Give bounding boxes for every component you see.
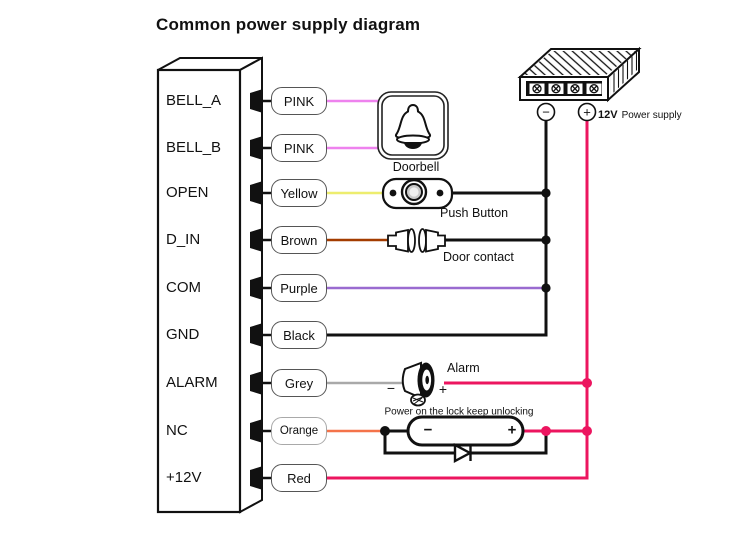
terminal-pin-bell-a <box>250 89 263 113</box>
lock-minus-sign: − <box>423 421 433 439</box>
junction-dot-lock-plus <box>582 426 592 436</box>
wire-pill-pink-1: PINK <box>271 87 327 115</box>
junction-dot-nc <box>380 426 390 436</box>
junction-dot-pushbutton <box>541 188 551 198</box>
terminal-label-nc: NC <box>166 422 188 439</box>
door-contact-caption: Door contact <box>443 250 514 264</box>
psu-plus-sign: + <box>583 104 591 120</box>
terminal-pin-nc <box>250 419 263 443</box>
wire-pill-pink-2: PINK <box>271 134 327 162</box>
door-contact-left-flange <box>407 228 416 253</box>
psu-voltage: 12V <box>598 109 618 121</box>
wire-pill-orange: Orange <box>271 417 327 445</box>
alarm-horn-cone <box>401 361 422 400</box>
terminal-block-front <box>156 68 242 514</box>
terminal-pin-alarm <box>250 371 263 395</box>
terminal-label-bell-a: BELL_A <box>166 92 222 109</box>
terminal-label-12v: +12V <box>166 469 202 486</box>
alarm-minus-sign: − <box>386 380 396 396</box>
junction-dot-contact <box>541 235 551 245</box>
terminal-label-open: OPEN <box>166 184 209 201</box>
wire-pill-black: Black <box>271 321 327 349</box>
alarm-horn-stand-detail <box>412 396 424 405</box>
power-supply-top-hatch <box>523 51 636 75</box>
power-supply-screws <box>529 83 602 94</box>
terminal-pin-12v <box>250 466 263 490</box>
push-button-caption: Push Button <box>440 206 509 220</box>
page-title: Common power supply diagram <box>156 15 421 34</box>
junction-dot-com <box>541 283 551 293</box>
bell-clapper <box>404 142 422 149</box>
lock-plus-sign: + <box>507 421 517 439</box>
junction-dot-lock-diode <box>541 426 551 436</box>
psu-minus-terminal-circle <box>536 102 556 122</box>
terminal-label-bell-b: BELL_B <box>166 139 222 156</box>
alarm-caption: Alarm <box>447 361 480 375</box>
alarm-plus-sign: + <box>438 381 448 397</box>
diode-icon <box>453 443 473 463</box>
terminal-pin-bell-b <box>250 136 263 160</box>
power-supply-right-hatch <box>610 52 637 96</box>
door-contact-right <box>425 228 446 253</box>
wire-pill-grey: Grey <box>271 369 327 397</box>
push-button-screw-right <box>436 189 444 197</box>
lock-note: Power on the lock keep unlocking <box>384 406 534 418</box>
pin-stub-lines <box>262 99 272 480</box>
psu-minus-sign: − <box>542 104 550 120</box>
terminal-pin-gnd <box>250 323 263 347</box>
terminal-label-com: COM <box>166 279 201 296</box>
wire-pill-red: Red <box>271 464 327 492</box>
junction-dot-alarm-plus <box>582 378 592 388</box>
terminal-pin-com <box>250 276 263 300</box>
door-contact-right-flange <box>418 228 427 253</box>
wire-pill-yellow: Yellow <box>271 179 327 207</box>
wire-pill-purple: Purple <box>271 274 327 302</box>
terminal-label-alarm: ALARM <box>166 374 218 391</box>
door-contact-left <box>387 228 409 253</box>
wire-pill-brown: Brown <box>271 226 327 254</box>
push-button-ring-core <box>409 187 419 197</box>
alarm-horn-mouth-core <box>425 375 430 385</box>
terminal-pin-open <box>250 181 263 205</box>
terminal-label-d-in: D_IN <box>166 231 201 248</box>
lock-symbol <box>406 415 525 447</box>
terminal-label-gnd: GND <box>166 326 200 343</box>
wire-12v-red <box>325 121 589 480</box>
psu-label-text: Power supply <box>621 110 682 121</box>
terminal-pin-d-in <box>250 228 263 252</box>
psu-plus-terminal-circle <box>577 102 597 122</box>
doorbell-caption: Doorbell <box>392 160 440 174</box>
power-supply-terminal-strip <box>526 81 602 96</box>
push-button-screw-left <box>389 189 397 197</box>
